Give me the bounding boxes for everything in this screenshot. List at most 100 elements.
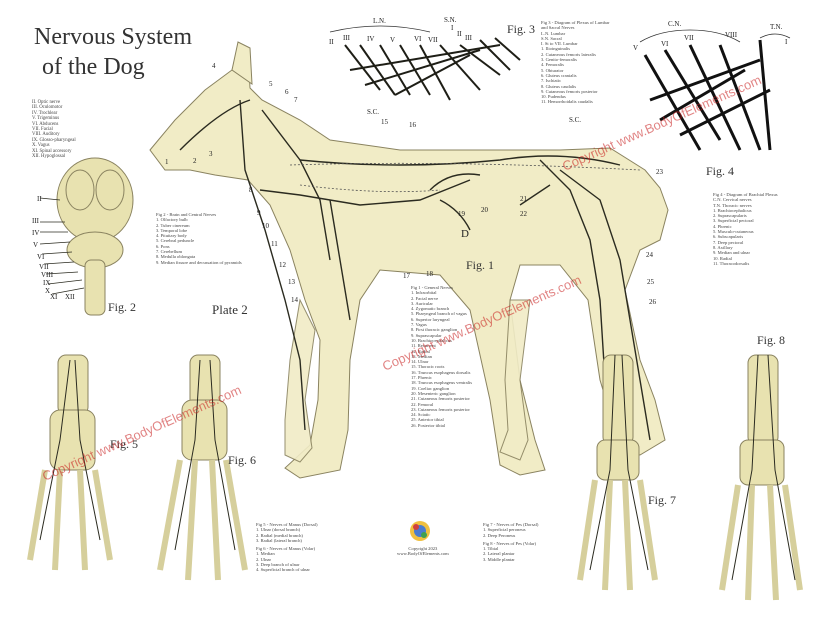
legend-fig4: Fig 4 - Diagram of Brachial Plexus C.N. … — [713, 192, 778, 266]
logo — [410, 521, 430, 541]
label-ln: L.N. — [373, 17, 386, 25]
legend-item: III. Oculomotor — [32, 105, 63, 111]
legend-heading: Fig 2 - Brain and Central Nerves — [156, 212, 217, 217]
legend-item: VI. Abducens — [32, 121, 59, 127]
label-cn: C.N. — [668, 20, 682, 28]
legend-item: 9. Suprascapular — [411, 332, 442, 338]
legend-item: L.N. Lumbar — [541, 30, 566, 36]
legend-item: 2. Tuber cinereum — [156, 222, 190, 228]
legend-item: C.N. Cervical nerves — [713, 197, 752, 203]
fig-6-label: Fig. 6 — [228, 453, 257, 467]
legend-item: 2. Suprascapularis — [713, 213, 747, 219]
fig1-number-13: 13 — [288, 278, 295, 286]
legend-item: 1. Brachiocephalicus — [713, 207, 752, 213]
manus-dorsal-illustration — [27, 354, 113, 571]
legend-item: T.N. Thoracic nerves — [713, 202, 752, 208]
legend-item: 1. Olfactory bulb — [156, 217, 188, 223]
fig1-number-24: 24 — [646, 251, 653, 259]
fig3-roman-7: I — [451, 24, 454, 32]
legend-item: 1. Tibial — [483, 546, 499, 552]
legend-item: 4. Zygomatic branch — [411, 306, 450, 312]
fig2-roman-10: XI — [50, 293, 58, 301]
fig-2-label: Fig. 2 — [108, 300, 137, 314]
fig2-roman-8: IX — [43, 279, 51, 287]
fig3-roman-8: II — [457, 30, 462, 38]
fig1-number-2: 2 — [193, 157, 197, 165]
fig-8-label: Fig. 8 — [757, 333, 786, 347]
legend-item: 4. Pituitary body — [156, 233, 187, 239]
fig1-number-4: 4 — [212, 62, 216, 70]
legend-item: VIII. Auditory — [32, 132, 60, 138]
legend-heading: Fig 6 - Nerves of Manus (Volar) — [256, 546, 316, 552]
fig4-roman-1: V — [633, 44, 639, 52]
fig1-number-9: 9 — [257, 209, 261, 217]
legend-item: XII. Hypoglossal — [32, 154, 66, 160]
legend-fig3: Fig 3 - Diagram of Plexus of Lumbar and … — [541, 20, 613, 105]
fig3-roman-3: IV — [367, 35, 375, 43]
brachial-plexus-diagram — [643, 39, 772, 151]
legend-item: 26. Posterior tibial — [411, 422, 446, 428]
legend-item: 9. Median fissure and decussation of pyr… — [156, 259, 242, 265]
legend-item: 8. Gluteus caudalis — [541, 83, 577, 89]
legend-item: I. St to VII. Lumbar — [541, 41, 578, 47]
fig4-roman-5: I — [785, 38, 788, 46]
fig3-roman-2: III — [343, 34, 350, 42]
fig1-number-12: 12 — [279, 261, 286, 269]
fig1-number-21: 21 — [520, 195, 527, 203]
copyright: Copyright 2023 www.BodyOfElements.com — [397, 546, 449, 557]
fig1-number-19: 19 — [458, 210, 465, 218]
legend-item: 20. Mesenteric ganglion — [411, 390, 456, 396]
legend-item: 21. Cutaneous femoris posterior — [411, 396, 470, 402]
legend-item: 2. Radial (medial branch) — [256, 532, 303, 538]
fig1-number-22: 22 — [520, 210, 527, 218]
legend-item: 3. Genito-femoralis — [541, 57, 577, 63]
legend-item: X. Vagus — [32, 143, 50, 149]
fig1-number-8: 8 — [249, 186, 253, 194]
legend-item: 8. First thoracic ganglion — [411, 327, 458, 333]
legend-item: VII. Facial — [32, 127, 53, 133]
legend-item: 3. Superficial pectoral — [713, 218, 754, 224]
fig1-number-6: 6 — [285, 88, 289, 96]
legend-item: 3. Auricular — [411, 300, 433, 306]
fig1-number-18: 18 — [426, 270, 433, 278]
legend-item: 1. Median — [256, 551, 275, 557]
fig1-number-25: 25 — [647, 278, 654, 286]
fig2-roman-9: X — [45, 287, 51, 295]
legend-item: V. Trigeminus — [32, 116, 60, 122]
fig2-roman-6: VII — [39, 263, 49, 271]
dog-body — [149, 41, 669, 479]
fig2-roman-3: IV — [32, 229, 40, 237]
fig1-number-20: 20 — [481, 206, 488, 214]
legend-heading: Fig 8 - Nerves of Pes (Volar) — [483, 540, 536, 546]
fig1-number-11: 11 — [271, 240, 278, 248]
poster-title: Nervous System of the Dog — [34, 22, 192, 82]
fig4-roman-2: VI — [661, 40, 669, 48]
legend-heading: Fig 5 - Nerves of Manus (Dorsal) — [256, 522, 318, 527]
copyright-line-2: www.BodyOfElements.com — [397, 551, 449, 557]
legend-item: 25. Anterior tibial — [411, 417, 444, 423]
legend-heading: Fig 4 - Diagram of Brachial Plexus — [713, 192, 778, 197]
legend-item: 5. Obturator — [541, 67, 564, 73]
fig1-number-26: 26 — [649, 298, 656, 306]
brain-illustration — [56, 157, 134, 316]
label-sn: S.N. — [444, 16, 457, 24]
legend-item: 17. Phrenic — [411, 375, 432, 381]
fig1-number-1: 1 — [165, 158, 169, 166]
legend-item: 2. Cutaneous femoris lateralis — [541, 51, 596, 57]
legend-item: 10. Brachiocephalicus — [411, 337, 452, 343]
legend-item: 6. Subscapularis — [713, 234, 744, 240]
legend-item: 3. Temporal lobe — [156, 227, 188, 233]
legend-item: 11. Recurrent — [411, 343, 436, 349]
legend-item: 22. Femoral — [411, 401, 434, 407]
legend-heading: Fig 3 - Diagram of Plexus of Lumbar and … — [541, 20, 610, 31]
legend-heading: Fig 1 - General Nerves — [411, 285, 454, 290]
legend-item: 24. Sciatic — [411, 412, 431, 418]
legend-item: 2. Facial nerve — [411, 295, 439, 301]
plate-label: Plate 2 — [212, 302, 248, 317]
legend-item: 2. Ulnar — [256, 556, 272, 562]
legend-item: 2. Lateral plantar — [483, 551, 515, 557]
legend-item: XI. Spinal accessory — [32, 148, 72, 154]
fig-4-label: Fig. 4 — [706, 164, 735, 178]
legend-item: II. Optic nerve — [32, 100, 61, 105]
